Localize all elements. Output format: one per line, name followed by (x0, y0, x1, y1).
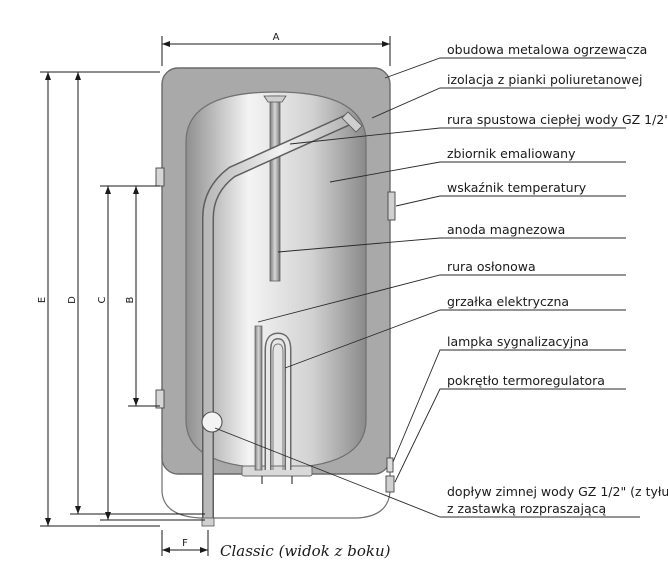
caption: Classic (widok z boku) (220, 542, 391, 560)
dimension-label-f: F (182, 538, 188, 549)
bottom-flange (241, 465, 313, 477)
electric-heater-element (264, 332, 292, 470)
label-casing: obudowa metalowa ogrzewacza (447, 42, 647, 57)
leader-lines (214, 57, 640, 518)
label-knob: pokrętło termoregulatora (447, 373, 605, 388)
label-cold-inlet-line-1: dopływ zimnej wody GZ 1/2" (z tyłu) (447, 484, 668, 499)
heater-body (155, 67, 396, 527)
label-sleeve: rura osłonowa (447, 259, 536, 274)
magnesium-anode (269, 95, 281, 282)
label-insulation: izolacja z pianki poliuretanowej (447, 72, 643, 87)
dimension-label-a: A (273, 32, 280, 43)
mount-bracket-top (155, 167, 165, 187)
thermostat-knob-icon (385, 475, 395, 493)
label-anode: anoda magnezowa (447, 222, 565, 237)
dimension-lines: A E D C B F (37, 32, 391, 556)
cold-inlet-disperser (201, 411, 223, 433)
temperature-indicator-icon (387, 191, 396, 221)
label-hot-pipe: rura spustowa ciepłej wody GZ 1/2'' (447, 112, 668, 127)
callout-labels: obudowa metalowa ogrzewacza izolacja z p… (447, 42, 668, 516)
label-thermometer: wskaźnik temperatury (447, 180, 587, 195)
mount-bracket-bottom (155, 389, 165, 409)
label-lamp: lampka sygnalizacyjna (447, 334, 589, 349)
dimension-label-e: E (37, 297, 48, 303)
label-cold-inlet-line-2: z zastawką rozpraszającą (447, 501, 606, 516)
dimension-label-b: B (125, 296, 136, 303)
signal-lamp-icon (386, 457, 394, 473)
dimension-label-d: D (67, 296, 78, 304)
dimension-label-c: C (97, 296, 108, 303)
protective-sleeve (254, 325, 263, 471)
label-tank: zbiornik emaliowany (447, 146, 576, 161)
label-heater: grzałka elektryczna (447, 294, 569, 309)
